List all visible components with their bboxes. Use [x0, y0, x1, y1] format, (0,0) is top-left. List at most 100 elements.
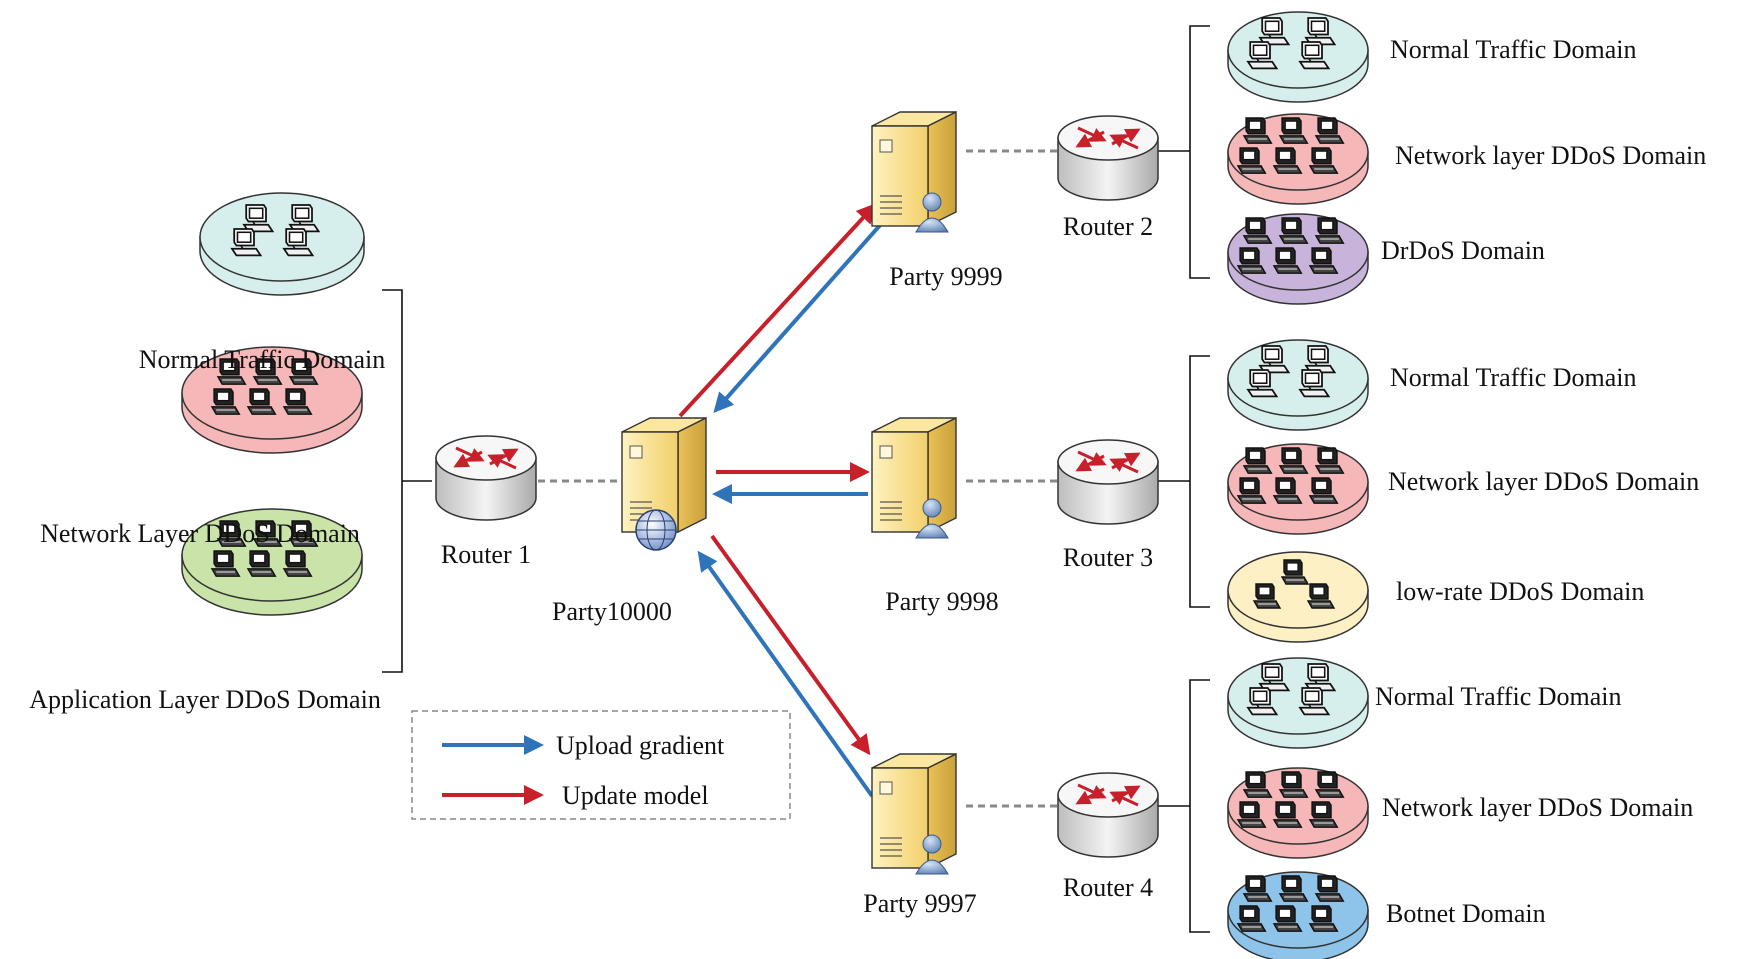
computer-icon: [1314, 875, 1345, 902]
domain-disc-g3-2: [1227, 551, 1369, 643]
computer-icon: [1236, 247, 1267, 274]
server-party-9997: [871, 752, 957, 875]
computer-icon: [1298, 369, 1331, 398]
user-icon: [915, 498, 949, 539]
domain-label-g4-2: Botnet Domain: [1386, 899, 1546, 928]
bracket-g3: [1189, 355, 1210, 608]
computer-icon: [282, 550, 313, 577]
computer-icon: [1236, 477, 1267, 504]
router-1-label: Router 1: [441, 540, 531, 569]
computer-icon: [1242, 217, 1273, 244]
domain-label-g4-0: Normal Traffic Domain: [1375, 682, 1622, 711]
router-3: [1057, 439, 1159, 525]
update-arrow-to-9997: [710, 534, 871, 756]
user-icon: [915, 834, 949, 875]
router-2: [1057, 115, 1159, 201]
computer-icon: [1246, 369, 1279, 398]
domain-disc-left-network: [181, 346, 363, 454]
computer-icon: [1304, 345, 1337, 374]
computer-icon: [1236, 905, 1267, 932]
domain-disc-g3-1: [1227, 443, 1369, 535]
computer-icon: [1242, 447, 1273, 474]
computer-icon: [1314, 217, 1345, 244]
bracket-g2: [1189, 25, 1210, 279]
computer-icon: [1278, 117, 1309, 144]
computer-icon: [1258, 345, 1291, 374]
domain-label-left-normal: Normal Traffic Domain: [139, 345, 386, 374]
computer-icon: [246, 388, 277, 415]
party-9998-label: Party 9998: [885, 587, 998, 616]
computer-icon: [216, 520, 247, 547]
domain-label-g3-1: Network layer DDoS Domain: [1388, 467, 1699, 496]
computer-icon: [1272, 247, 1303, 274]
computer-icon: [1236, 801, 1267, 828]
domain-label-g3-2: low-rate DDoS Domain: [1396, 577, 1644, 606]
domain-disc-g4-0: [1227, 657, 1369, 749]
computer-icon: [252, 358, 283, 385]
computer-icon: [1242, 875, 1273, 902]
computer-icon: [1272, 905, 1303, 932]
router-4: [1057, 772, 1159, 858]
router-4-label: Router 4: [1063, 873, 1153, 902]
computer-icon: [1314, 447, 1345, 474]
globe-icon: [635, 509, 677, 551]
domain-disc-g2-0: [1227, 11, 1369, 103]
upload-arrow-from-9997: [697, 550, 874, 798]
legend-update-label: Update model: [562, 781, 709, 810]
computer-icon: [252, 520, 283, 547]
computer-icon: [282, 388, 313, 415]
domain-label-left-application: Application Layer DDoS Domain: [29, 685, 381, 714]
domain-disc-g2-2: [1227, 213, 1369, 305]
computer-icon: [1272, 801, 1303, 828]
party-9999-label: Party 9999: [889, 262, 1002, 291]
computer-icon: [1278, 771, 1309, 798]
computer-icon: [282, 228, 315, 257]
domain-disc-left-normal: [199, 192, 365, 296]
router-1: [435, 435, 537, 521]
computer-icon: [1242, 117, 1273, 144]
domain-label-left-network: Network Layer DDoS Domain: [40, 519, 360, 548]
computer-icon: [1278, 217, 1309, 244]
user-icon: [915, 192, 949, 233]
domain-disc-g4-2: [1227, 871, 1369, 959]
domain-label-g3-0: Normal Traffic Domain: [1390, 363, 1637, 392]
computer-icon: [288, 520, 319, 547]
computer-icon: [216, 358, 247, 385]
domain-disc-g2-1: [1227, 113, 1369, 205]
update-arrow-to-9999: [678, 203, 877, 418]
computer-icon: [1242, 771, 1273, 798]
computer-icon: [1308, 477, 1339, 504]
domain-label-g2-2: DrDoS Domain: [1381, 236, 1545, 265]
computer-icon: [1278, 875, 1309, 902]
domain-disc-g3-0: [1227, 339, 1369, 431]
domain-disc-left-application: [181, 508, 363, 616]
computer-icon: [1308, 801, 1339, 828]
router-2-label: Router 2: [1063, 212, 1153, 241]
computer-icon: [288, 358, 319, 385]
computer-icon: [210, 388, 241, 415]
domain-label-g4-1: Network layer DDoS Domain: [1382, 793, 1693, 822]
computer-icon: [1298, 41, 1331, 70]
computer-icon: [1280, 559, 1310, 585]
computer-icon: [1246, 687, 1279, 716]
computer-icon: [1306, 583, 1336, 609]
server-central-party10000: [621, 416, 707, 551]
computer-icon: [1272, 477, 1303, 504]
computer-icon: [1252, 583, 1282, 609]
upload-arrow-from-9999: [713, 212, 892, 413]
domain-disc-g4-1: [1227, 767, 1369, 859]
computer-icon: [1258, 663, 1291, 692]
computer-icon: [1298, 687, 1331, 716]
domain-label-g2-1: Network layer DDoS Domain: [1395, 141, 1706, 170]
computer-icon: [246, 550, 277, 577]
server-party-9999: [871, 110, 957, 233]
computer-icon: [1246, 41, 1279, 70]
computer-icon: [1308, 147, 1339, 174]
router-3-label: Router 3: [1063, 543, 1153, 572]
legend: [411, 710, 791, 820]
party-central-label: Party10000: [552, 597, 672, 626]
computer-icon: [1314, 771, 1345, 798]
server-party-9998: [871, 416, 957, 539]
computer-icon: [1308, 905, 1339, 932]
